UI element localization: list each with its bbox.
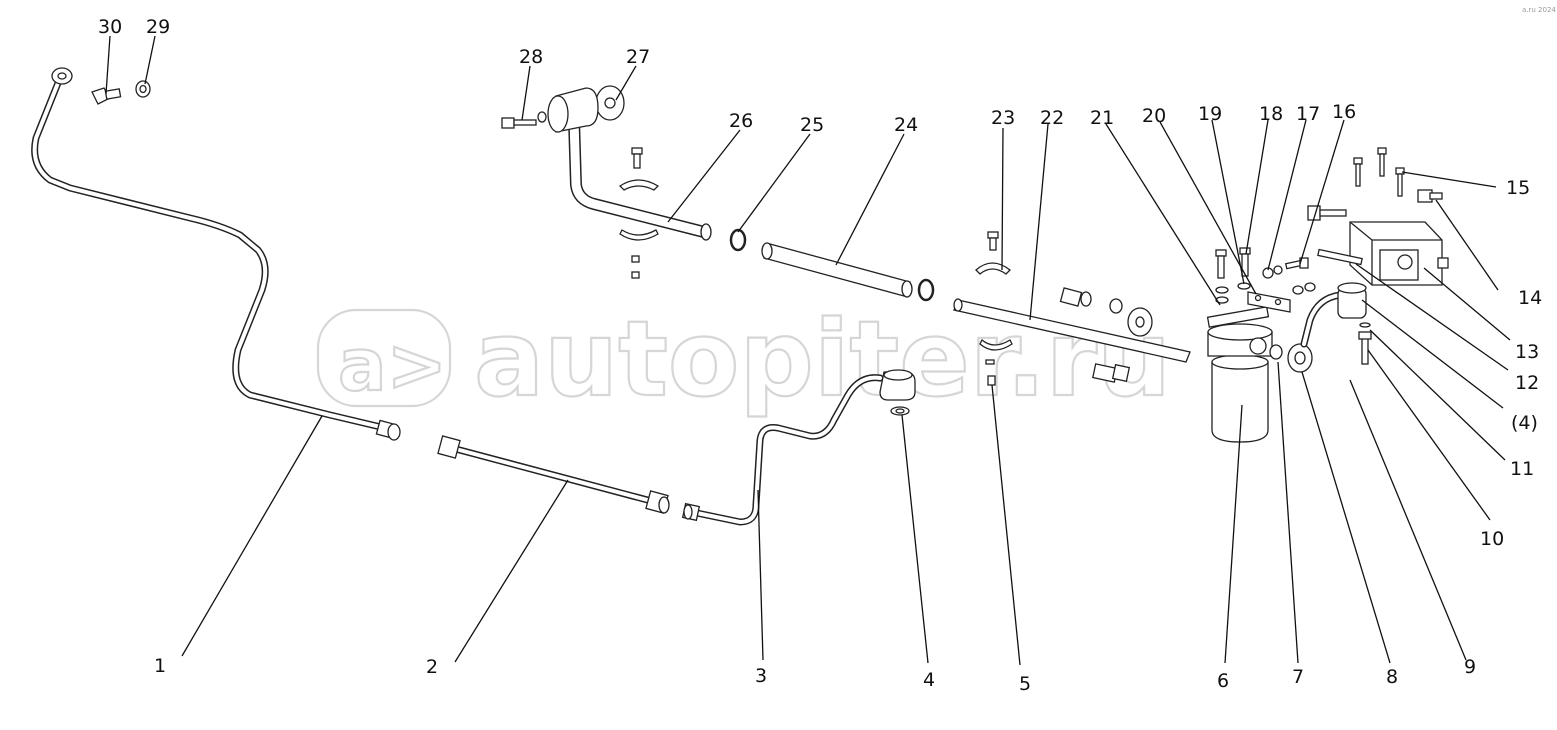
part-9-union-bolt xyxy=(1092,363,1131,383)
callout-23: 23 xyxy=(991,107,1015,129)
leader-25 xyxy=(737,133,811,233)
callout-27: 27 xyxy=(626,46,650,68)
callout-25: 25 xyxy=(800,114,824,136)
callout-14: 14 xyxy=(1518,287,1542,309)
callout-12: 12 xyxy=(1515,372,1539,394)
callout-24: 24 xyxy=(894,114,918,136)
part-18-bolt xyxy=(1239,247,1251,277)
leader-16 xyxy=(1299,119,1345,265)
callout-15: 15 xyxy=(1506,177,1530,199)
leader-4b xyxy=(1361,299,1504,409)
leader-4 xyxy=(901,414,929,664)
part-6-fuel-filter xyxy=(1206,306,1283,443)
callout-28: 28 xyxy=(519,46,543,68)
callout-10: 10 xyxy=(1480,528,1504,550)
part-2-fuel-pipe xyxy=(437,435,670,514)
part-4-washer xyxy=(890,406,910,416)
callout-8: 8 xyxy=(1386,666,1398,688)
callout-21: 21 xyxy=(1090,107,1114,129)
callout-13: 13 xyxy=(1515,341,1539,363)
leader-17 xyxy=(1267,119,1307,271)
leader-12 xyxy=(1355,263,1509,371)
callout-4: 4 xyxy=(923,669,935,691)
part-24-hose xyxy=(761,242,913,298)
watermark-logo-glyph: a> xyxy=(338,323,447,407)
leader-2 xyxy=(454,479,569,663)
leader-27 xyxy=(615,65,637,101)
leader-29 xyxy=(144,35,156,85)
callout-11: 11 xyxy=(1510,458,1534,480)
callout-19: 19 xyxy=(1198,103,1222,125)
callout-16: 16 xyxy=(1332,101,1356,123)
callout-5: 5 xyxy=(1019,673,1031,695)
callout-9: 9 xyxy=(1464,656,1476,678)
leader-lines xyxy=(105,35,1511,666)
leader-3 xyxy=(757,489,764,661)
leader-1 xyxy=(181,415,323,657)
leader-21 xyxy=(1105,123,1221,306)
part-28-bolt xyxy=(501,111,547,129)
part-21-bolt xyxy=(1215,249,1229,304)
callout-4-paren: (4) xyxy=(1511,412,1538,434)
callout-3: 3 xyxy=(755,665,767,687)
watermark-logo-frame xyxy=(316,308,452,408)
callout-labels: 1 2 3 4 5 6 7 8 9 10 11 12 (4) 13 14 15 … xyxy=(98,16,1542,695)
leader-5 xyxy=(991,384,1021,666)
part-17-washer xyxy=(1262,265,1283,279)
watermark-text: autopiter.ru xyxy=(474,298,1171,420)
leader-30 xyxy=(105,35,111,95)
leader-14 xyxy=(1435,199,1499,291)
leader-23 xyxy=(1001,127,1004,271)
callout-17: 17 xyxy=(1296,103,1320,125)
leader-10 xyxy=(1367,349,1491,521)
leader-26 xyxy=(667,129,741,223)
part-14-bolt xyxy=(1307,205,1363,266)
leader-11 xyxy=(1369,329,1506,461)
callout-30: 30 xyxy=(98,16,122,38)
part-27-block xyxy=(547,87,599,133)
part-3-fuel-pipe xyxy=(681,369,916,526)
callout-7: 7 xyxy=(1292,666,1304,688)
part-25-hose-clamp xyxy=(729,228,935,302)
part-26-bent-tube xyxy=(568,114,712,279)
leader-9 xyxy=(1349,379,1467,661)
callout-2: 2 xyxy=(426,656,438,678)
part-extra-nuts xyxy=(1292,282,1316,295)
part-10-bolt xyxy=(1358,322,1372,365)
leader-22 xyxy=(1029,123,1049,321)
leader-28 xyxy=(521,65,531,121)
callout-26: 26 xyxy=(729,110,753,132)
leader-8 xyxy=(1301,371,1391,664)
leader-20 xyxy=(1159,121,1257,295)
corner-mark: a.ru 2024 xyxy=(1522,6,1556,14)
part-23-clamp xyxy=(975,231,1013,351)
part-20-bracket xyxy=(1247,291,1291,313)
leader-19 xyxy=(1211,119,1245,285)
callout-1: 1 xyxy=(154,655,166,677)
part-27-flange xyxy=(595,85,625,121)
leader-7 xyxy=(1277,361,1299,664)
leader-15 xyxy=(1401,171,1497,188)
leader-13 xyxy=(1423,267,1511,341)
part-1-fuel-pipe xyxy=(31,67,401,441)
callout-6: 6 xyxy=(1217,670,1229,692)
part-12-fitting xyxy=(1337,282,1367,319)
part-29-washer xyxy=(135,80,151,98)
leader-24 xyxy=(835,133,905,266)
callout-18: 18 xyxy=(1259,103,1283,125)
part-22-tube xyxy=(953,287,1191,363)
leader-18 xyxy=(1245,119,1269,255)
part-5-pin xyxy=(985,359,996,386)
callout-20: 20 xyxy=(1142,105,1166,127)
part-13-pump-housing xyxy=(1349,221,1449,286)
watermark: a> autopiter.ru xyxy=(316,297,1172,421)
callout-22: 22 xyxy=(1040,107,1064,129)
leader-6 xyxy=(1224,404,1243,664)
part-15-bolts xyxy=(1353,147,1443,203)
callout-29: 29 xyxy=(146,16,170,38)
part-16-bolt xyxy=(1284,257,1309,270)
